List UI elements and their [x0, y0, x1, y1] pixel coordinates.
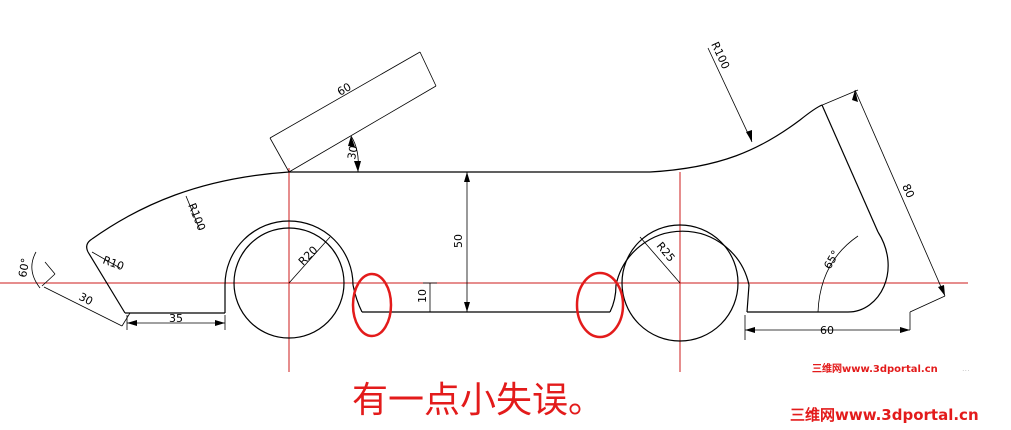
- dim80-label: 80: [899, 182, 917, 200]
- dim50-label: 50: [452, 234, 465, 248]
- angle60-ref2: [41, 273, 56, 287]
- angle30-label: 30°: [345, 139, 361, 160]
- rear-wheel: [621, 224, 739, 342]
- front-wheel-arch: [224, 220, 354, 313]
- rear-corner-arc: [847, 231, 889, 313]
- dim60-bottom-label: 60: [820, 324, 834, 337]
- watermark-large: 三维网www.3dportal.cn: [790, 406, 979, 424]
- error-circle-rear: [575, 271, 625, 339]
- rear-slope: [821, 104, 879, 233]
- watermark-small: 三维网www.3dportal.cn: [812, 362, 938, 375]
- r100-front-leader: [185, 195, 201, 231]
- r10-leader: [91, 251, 121, 269]
- dim60-top-line: [269, 51, 421, 139]
- dim60-spoiler-line: [288, 85, 437, 173]
- r100-front-label: R100: [185, 201, 208, 232]
- r25-leader: [639, 236, 681, 284]
- dim30-left-line: [43, 286, 123, 327]
- rear-r100-curve: [649, 104, 823, 173]
- r20-leader: [288, 236, 331, 284]
- front-wheel: [233, 227, 345, 339]
- nose-r10-arc: [86, 238, 93, 253]
- dim60-left-ext: [269, 137, 290, 173]
- dimension-lines: [31, 47, 946, 340]
- dim35-label: 35: [169, 312, 183, 325]
- angle60-ref1: [44, 261, 56, 275]
- dim80-ext2: [909, 295, 946, 313]
- car-body-outline: [86, 104, 889, 314]
- rear-wheel-arch: [609, 230, 750, 313]
- error-circle-front: [351, 272, 393, 338]
- front-arch-step: [352, 284, 363, 313]
- r25-label: R25: [654, 240, 678, 265]
- markup: [351, 271, 625, 339]
- dim80-ext1: [819, 89, 859, 107]
- angle60-label: 60°: [16, 257, 32, 278]
- hood-curve: [91, 171, 290, 240]
- dim30-left-ext: [121, 312, 131, 327]
- centerlines: [0, 168, 968, 372]
- handwritten-note: 有一点小失误。: [352, 380, 604, 421]
- dim10-label: 10: [416, 289, 429, 303]
- angle65-label: 65°: [821, 248, 842, 271]
- dim80-line: [854, 89, 946, 297]
- wheels: [233, 224, 739, 342]
- r100-rear-leader: [707, 47, 753, 143]
- dim30-left-label: 30: [77, 290, 95, 308]
- r10-label: R10: [101, 254, 126, 274]
- dim60-top-ext: [419, 51, 437, 87]
- angle65-arc: [817, 235, 859, 313]
- angle60-arc: [31, 251, 41, 289]
- faint-corner-mark: ...: [962, 364, 970, 373]
- r20-label: R20: [296, 244, 320, 268]
- arrowheads: [127, 90, 945, 333]
- front-lower-edge: [87, 251, 126, 314]
- dim60-top-label: 60: [335, 80, 354, 98]
